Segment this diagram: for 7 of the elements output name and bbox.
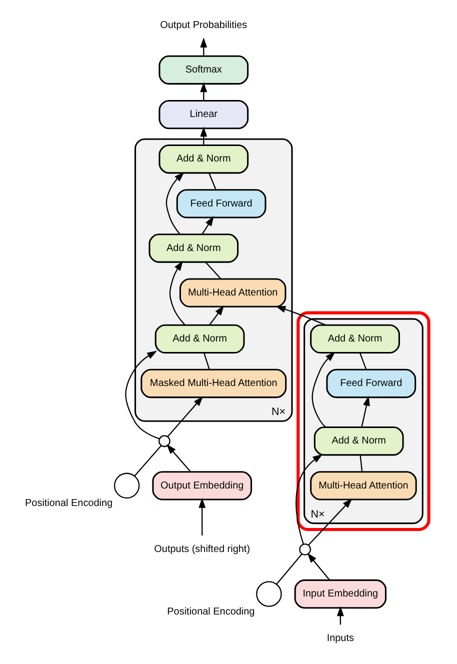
node-text: Outputs (shifted right): [154, 544, 250, 556]
node-label: Positional Encoding: [24, 498, 112, 509]
node-text: Output Probabilities: [160, 20, 247, 32]
node-text: Inputs: [326, 633, 354, 644]
node-label: N×: [310, 508, 324, 520]
node-label: N×: [271, 406, 286, 418]
node-label: Positional Encoding: [166, 606, 254, 618]
